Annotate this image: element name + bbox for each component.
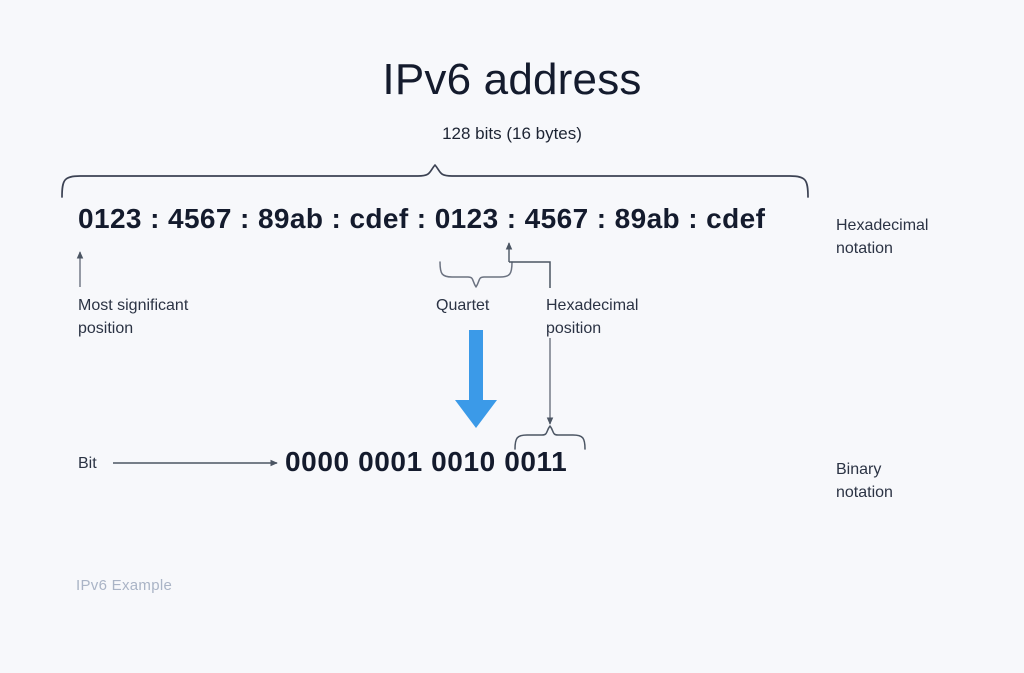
address-size-subtitle: 128 bits (16 bytes) — [442, 124, 582, 143]
hexadecimal-position-connector — [505, 242, 554, 425]
hexadecimal-address-value: 0123 : 4567 : 89ab : cdef : 0123 : 4567 … — [78, 203, 766, 234]
hex-to-binary-arrow — [455, 330, 497, 428]
hexadecimal-notation-label: Hexadecimal notation — [836, 217, 929, 257]
quartet-brace — [439, 261, 513, 288]
binary-address-value: 0000 0001 0010 0011 — [285, 446, 568, 477]
page-title: IPv6 address — [382, 55, 642, 104]
most-significant-position-label: Most significant position — [78, 297, 189, 337]
bit-label: Bit — [78, 455, 97, 472]
hexadecimal-position-label: Hexadecimal position — [546, 297, 639, 337]
quartet-label: Quartet — [436, 297, 490, 314]
address-span-brace — [61, 164, 809, 198]
binary-notation-label: Binary notation — [836, 461, 893, 501]
diagram-caption: IPv6 Example — [76, 577, 173, 594]
